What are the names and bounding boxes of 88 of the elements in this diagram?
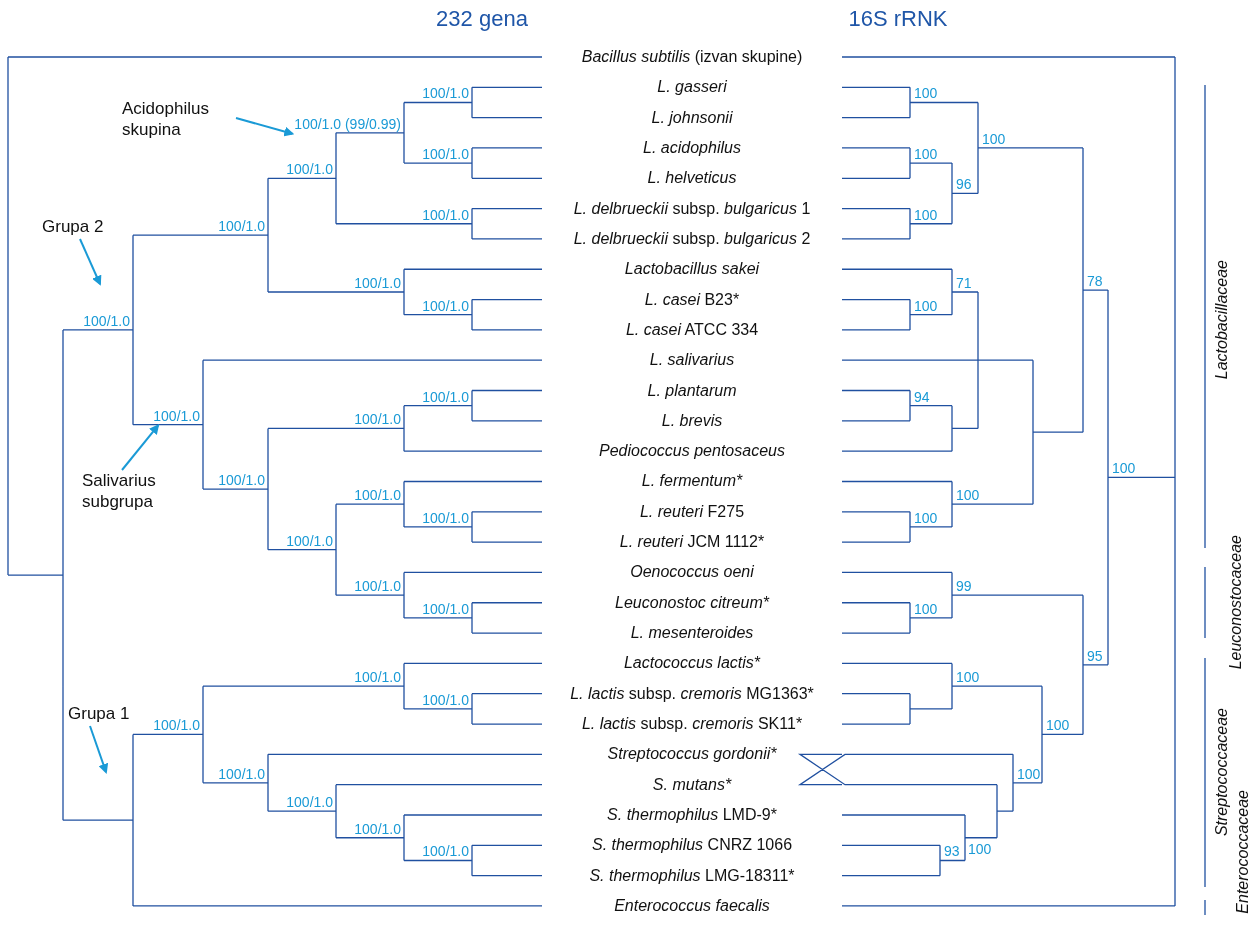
support-value: 100 (956, 669, 980, 686)
taxon-label: L. gasseri (657, 77, 727, 98)
support-value: 100 (914, 600, 938, 617)
support-value: 100 (968, 840, 992, 857)
taxon-label: L. lactis subsp. cremoris SK11* (581, 714, 803, 735)
taxon-label: L. mesenteroides (630, 623, 754, 644)
support-value: 100/1.0 (218, 765, 265, 782)
support-value: 93 (944, 843, 960, 860)
annotation-label: Grupa 1 (68, 703, 148, 724)
support-value: 99 (956, 578, 972, 595)
taxon-label: Enterococcus faecalis (614, 895, 770, 916)
support-value: 100 (1112, 460, 1136, 477)
family-label: Leuconostocaceae (1227, 534, 1245, 670)
family-label: Enterococcaceae (1234, 790, 1250, 914)
support-value: 78 (1087, 273, 1103, 290)
support-value: 100/1.0 (218, 218, 265, 235)
leader-arrow (89, 725, 109, 774)
support-value: 100 (914, 206, 938, 223)
support-value: 94 (914, 388, 930, 405)
support-value: 100/1.0 (83, 312, 130, 329)
support-value: 71 (956, 274, 972, 291)
annotation-label: Grupa 2 (42, 216, 122, 237)
support-value: 100/1.0 (354, 578, 401, 595)
taxon-label: S. thermophilus LMG-18311* (589, 865, 795, 886)
support-value: 100/1.0 (422, 85, 469, 102)
support-value: 100/1.0 (422, 146, 469, 163)
taxon-label: L. acidophilus (643, 137, 741, 158)
support-value: 100 (956, 487, 980, 504)
support-value: 100/1.0 (422, 691, 469, 708)
support-value: 100 (914, 146, 938, 163)
family-label: Lactobacillaceae (1213, 260, 1231, 380)
support-value: 96 (956, 176, 972, 193)
taxon-label: L. delbrueckii subsp. bulgaricus 2 (573, 228, 811, 249)
taxon-label: Streptococcus gordonii* (607, 744, 777, 765)
taxon-label: L. reuteri F275 (639, 501, 745, 522)
support-value: 100/1.0 (422, 297, 469, 314)
support-value: 100/1.0 (422, 843, 469, 860)
support-value: 100/1.0 (422, 388, 469, 405)
column-heading: 16S rRNK (848, 6, 948, 32)
taxon-label: S. thermophilus CNRZ 1066 (591, 835, 793, 856)
support-value: 100/1.0 (286, 794, 333, 811)
support-value: 100/1.0 (422, 600, 469, 617)
taxon-label: Leuconostoc citreum* (615, 592, 769, 613)
taxon-label: L. delbrueckii subsp. bulgaricus 1 (573, 198, 811, 219)
support-value: 100/1.0 (218, 472, 265, 489)
taxon-label: L. casei B23* (644, 289, 740, 310)
support-value: 100 (1046, 717, 1070, 734)
support-value: 100/1.0 (99/0.99) (294, 115, 401, 132)
leader-arrow (121, 424, 160, 471)
taxon-label: Lactobacillus sakei (624, 259, 760, 280)
support-value: 100/1.0 (354, 820, 401, 837)
taxon-label: S. mutans* (652, 774, 732, 795)
leader-arrow (235, 117, 295, 137)
taxon-label: L. plantarum (647, 380, 737, 401)
taxon-label: L. reuteri JCM 1112* (619, 532, 765, 553)
support-value: 100/1.0 (354, 669, 401, 686)
support-value: 100 (914, 509, 938, 526)
taxon-label: L. fermentum* (641, 471, 743, 492)
support-value: 100 (1017, 765, 1041, 782)
support-value: 100 (914, 297, 938, 314)
support-value: 100/1.0 (286, 532, 333, 549)
support-value: 100/1.0 (354, 487, 401, 504)
taxon-label: Lactococcus lactis* (623, 653, 761, 674)
annotation-label: Salivarius subgrupa (82, 470, 182, 512)
support-value: 100 (914, 85, 938, 102)
taxon-label: Bacillus subtilis (izvan skupine) (581, 47, 803, 67)
support-value: 100/1.0 (422, 206, 469, 223)
taxon-label: Pediococcus pentosaceus (599, 441, 785, 462)
taxon-label: Oenococcus oeni (630, 562, 754, 583)
family-label: Streptococcaceae (1213, 707, 1231, 837)
taxon-label: S. thermophilus LMD-9* (607, 805, 777, 825)
support-value: 95 (1087, 647, 1103, 664)
taxon-label: L. helveticus (647, 168, 737, 189)
support-value: 100/1.0 (153, 407, 200, 424)
support-value: 100 (982, 130, 1006, 147)
support-value: 100/1.0 (422, 509, 469, 526)
taxon-label: L. casei ATCC 334 (625, 319, 759, 340)
column-heading: 232 gena (436, 6, 528, 32)
annotation-label: Acidophilus skupina (122, 98, 234, 140)
leader-arrow (79, 238, 102, 286)
taxon-label: L. lactis subsp. cremoris MG1363* (570, 683, 814, 704)
support-value: 100/1.0 (153, 717, 200, 734)
taxon-label: L. salivarius (649, 350, 735, 371)
support-value: 100/1.0 (354, 411, 401, 428)
taxon-label: L. brevis (661, 410, 723, 431)
taxon-label: L. johnsonii (651, 107, 733, 128)
support-value: 100/1.0 (286, 161, 333, 178)
support-value: 100/1.0 (354, 274, 401, 291)
